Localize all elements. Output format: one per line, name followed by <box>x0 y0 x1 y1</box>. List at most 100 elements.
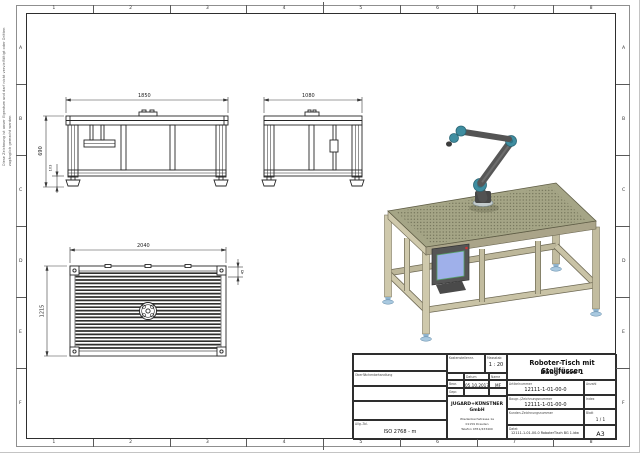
zone-column-label: 3 <box>205 440 209 445</box>
tb-date-header: Datum <box>464 373 489 380</box>
zone-column-label: 8 <box>589 6 593 11</box>
teach-pendant <box>431 243 470 294</box>
tb-empty-cell <box>447 373 464 380</box>
zone-row-label: C <box>622 187 626 193</box>
zone-row-label: C <box>19 187 23 193</box>
zone-row-label: D <box>622 258 626 264</box>
zone-divider <box>399 5 401 13</box>
zone-divider <box>16 226 26 227</box>
tb-index-cell: Index <box>584 395 617 409</box>
robot-arm <box>446 125 517 207</box>
tb-costcenter-cell: Kostenstellennr. <box>447 354 485 373</box>
tb-name-header: Name <box>489 373 507 380</box>
zone-column-label: 5 <box>359 6 363 11</box>
dimension-lines <box>43 97 363 357</box>
zone-row-label: A <box>622 45 626 51</box>
article-number: 12111-1-01-00-0 <box>524 387 567 393</box>
tb-checked-label: Gepr. <box>447 388 464 396</box>
tb-empty-cell <box>353 354 447 371</box>
leveling-feet <box>382 264 602 342</box>
zone-divider <box>476 5 478 13</box>
tb-sheet-cell: Blatt 1 / 1 <box>584 409 617 425</box>
zone-divider <box>476 439 478 447</box>
tb-surface-cell: Oberflächenbehandlung <box>353 371 447 386</box>
tb-checked-name <box>489 388 507 396</box>
tb-empty-cell <box>353 401 447 420</box>
zone-row-label: F <box>622 400 625 406</box>
tolerance-standard: ISO 2768 - m <box>383 429 417 435</box>
zone-column-label: 2 <box>129 440 133 445</box>
tb-checked-date <box>464 388 489 396</box>
tb-article-cell: Artikelnummer 12111-1-01-00-0 <box>507 380 584 395</box>
zone-divider <box>616 84 630 85</box>
zone-column-label: 1 <box>52 6 56 11</box>
zone-row-label: B <box>19 116 23 122</box>
tb-drawingno-cell: Baugr.-/Zeichnungsnummer 12111-1-01-00-0 <box>507 395 584 409</box>
zone-divider <box>92 439 94 447</box>
zone-divider <box>246 439 248 447</box>
tb-customerno-cell: Kunden-Zeichnungsnummer <box>507 409 584 425</box>
zone-row-label: E <box>19 329 22 335</box>
zone-row-label: A <box>19 45 23 51</box>
zone-column-label: 3 <box>205 6 209 11</box>
tb-tolerance-cell: Allg.-Tol. ISO 2768 - m <box>353 420 447 440</box>
zone-column-label: 5 <box>359 440 363 445</box>
zone-divider <box>553 5 555 13</box>
drawing-number: 12111-1-01-00-0 <box>524 401 567 408</box>
sheet-number: 1 / 1 <box>595 417 606 422</box>
zone-row-label: E <box>622 329 625 335</box>
tb-drawn-date: 05.10.2017 <box>464 380 489 388</box>
zone-column-label: 1 <box>52 440 56 445</box>
paper-format: A3 <box>596 429 605 438</box>
zone-divider <box>16 368 26 369</box>
zone-divider <box>616 155 630 156</box>
dim-side-width: 1080 <box>302 93 315 99</box>
zone-column-label: 4 <box>282 440 286 445</box>
zone-divider <box>616 226 630 227</box>
tb-company-cell: JUGARD+KÜNSTNER GmbH Wiedenbachstrasse 1… <box>447 396 507 440</box>
tb-file-cell: Datei: 12111-1-01-00-0 RoboterTisch BG 1… <box>507 425 584 440</box>
zone-divider <box>399 439 401 447</box>
zone-divider <box>16 297 26 298</box>
zone-column-label: 6 <box>436 6 440 11</box>
title-block: Oberflächenbehandlung Allg.-Tol. ISO 276… <box>352 353 617 440</box>
zone-divider <box>323 439 324 450</box>
zone-divider <box>169 5 171 13</box>
zone-divider <box>16 84 26 85</box>
zone-divider <box>169 439 171 447</box>
zone-divider <box>616 368 630 369</box>
zone-column-label: 6 <box>436 440 440 445</box>
zone-divider <box>92 5 94 13</box>
zone-row-label: B <box>622 116 626 122</box>
tb-quantity-cell: Anzahl <box>584 380 617 395</box>
front-view <box>65 109 229 187</box>
zone-divider <box>616 297 630 298</box>
zone-column-label: 4 <box>282 6 286 11</box>
tb-format-cell: A3 <box>584 425 617 440</box>
tb-empty-cell <box>353 386 447 401</box>
zone-column-label: 7 <box>512 6 516 11</box>
drawing-subtitle: Baugrösse 1 <box>540 368 584 376</box>
scale-value: 1 : 20 <box>488 362 504 368</box>
drawing-title: Roboter-Tisch mit Stellfüssen <box>529 359 595 375</box>
zone-row-label: D <box>19 258 23 264</box>
dim-front-width: 1850 <box>138 93 151 99</box>
side-view <box>261 109 365 187</box>
zone-divider <box>246 5 248 13</box>
zone-divider <box>553 439 555 447</box>
zone-row-label: F <box>19 400 22 406</box>
zone-divider <box>323 2 324 13</box>
company-name: JUGARD+KÜNSTNER <box>451 402 503 407</box>
zone-divider <box>16 155 26 156</box>
tb-title-cell: Roboter-Tisch mit Stellfüssen Baugrösse … <box>507 354 617 380</box>
tb-drawn-label: Bear. <box>447 380 464 388</box>
top-view <box>69 264 227 357</box>
zone-column-label: 8 <box>589 440 593 445</box>
tb-scale-cell: Massstab 1 : 20 <box>485 354 507 373</box>
tb-drawn-name: MF <box>489 380 507 388</box>
file-name: 12111-1-01-00-0 RoboterTisch BG 1.idw <box>511 431 579 435</box>
dim-top-width: 2040 <box>137 243 150 249</box>
